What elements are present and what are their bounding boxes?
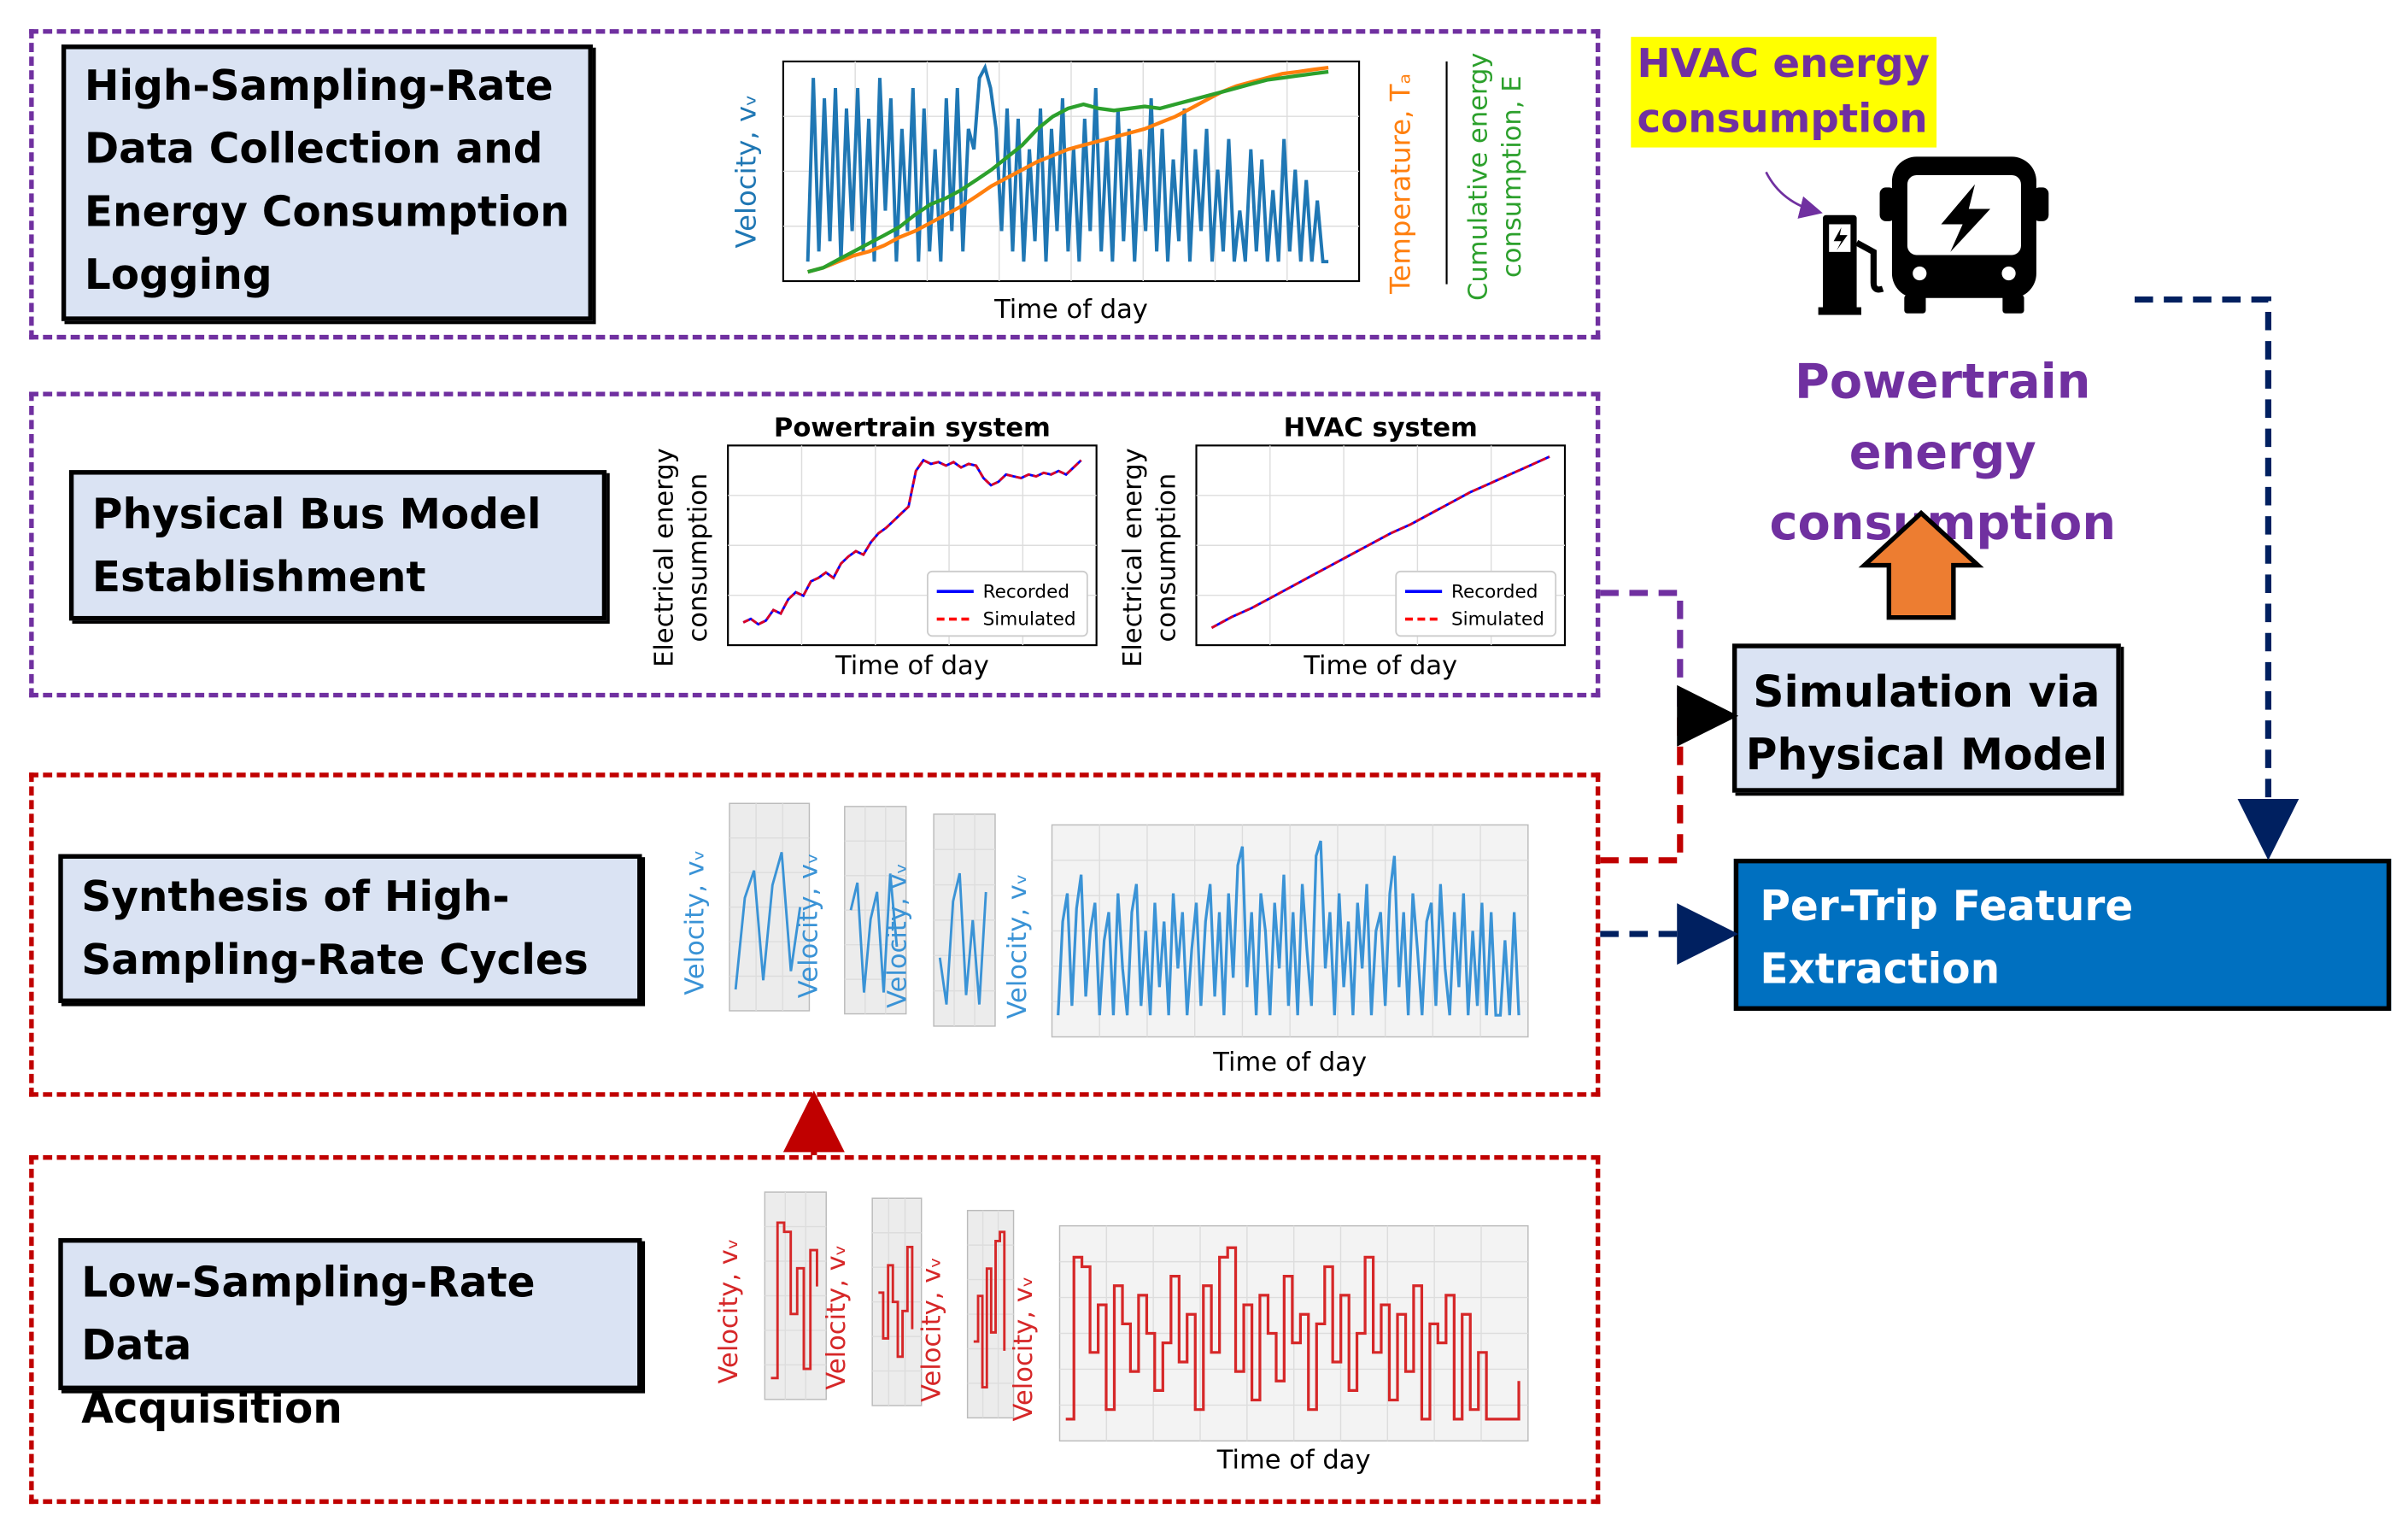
synth-frame-3-cycle-line: [938, 872, 987, 1005]
synth-frame-1-cycle-line: [734, 852, 802, 990]
acquisition-step-box: Low-Sampling-Rate Data Acquisition: [58, 1238, 642, 1433]
lowrate-cycles-panel: Velocity, vᵥ Velocity, vᵥ Velocity, vᵥ Velo…: [706, 1180, 1551, 1488]
low-frame-4-ylabel: Velocity, vᵥ: [1009, 1276, 1039, 1421]
low-xlabel: Time of day: [1216, 1446, 1371, 1476]
acquisition-group: [29, 1154, 1601, 1505]
collection-step-label: High-Sampling-Rate Data Collection and E…: [84, 62, 570, 300]
lightning-bolt-icon: [1941, 184, 1990, 252]
synth-frame-2-cycle-line: [849, 873, 899, 993]
logging-series-1-line: [806, 62, 1329, 264]
acquisition-step-label: Low-Sampling-Rate Data Acquisition: [81, 1259, 536, 1434]
feature-extraction-box: Per-Trip Feature Extraction for Model Tr…: [1733, 858, 2392, 1057]
lowrate-cycles-chart: Velocity, vᵥ Velocity, vᵥ Velocity, vᵥ Velo…: [714, 1191, 1529, 1476]
logging-ylabel: Velocity, vᵥ: [730, 94, 763, 248]
low-frame-2-ylabel: Velocity, vᵥ: [822, 1245, 852, 1390]
synth-xlabel: Time of day: [1212, 1048, 1367, 1077]
logging-series-3-line: [807, 69, 1329, 274]
upward-orange-arrow: [1858, 509, 1984, 620]
energy-to-features-arrow: [2134, 296, 2300, 860]
synth-frame-4-ylabel: Velocity, vᵥ: [1003, 873, 1033, 1018]
logging-series-2-line: [807, 65, 1329, 274]
powertrain-title: Powertrain system: [774, 414, 1051, 443]
hvac-energy-label: HVAC energy consumption: [1631, 37, 1936, 148]
model-step-label: Physical Bus Model Establishment: [91, 491, 542, 602]
powertrain-simulated-line: [742, 458, 1082, 626]
hvac-legend-label-recorded: Recorded: [1451, 581, 1538, 602]
logging-y2label: Temperature, Tₐ: [1384, 73, 1416, 295]
synthesized-cycles-panel: Velocity, vᵥ Velocity, vᵥ Velocity, vᵥ Velo…: [676, 791, 1551, 1083]
collection-group: [29, 29, 1601, 340]
hvac-simulated-line: [1210, 455, 1550, 630]
low-frame-3-cycle-line: [973, 1230, 1006, 1389]
hvac-legend-label-simulated: Simulated: [1451, 609, 1544, 631]
powertrain-xlabel: Time of day: [835, 651, 989, 681]
synthesis-step-box: Synthesis of High- Sampling-Rate Cycles: [58, 854, 642, 1003]
synthesis-step-label: Synthesis of High- Sampling-Rate Cycles: [81, 873, 589, 985]
synth-frame-2-ylabel: Velocity, vᵥ: [794, 853, 823, 998]
powertrain-legend-label-recorded: Recorded: [983, 581, 1069, 602]
collection-step-box: High-Sampling-Rate Data Collection and E…: [61, 44, 593, 321]
logging-xlabel: Time of day: [993, 295, 1148, 325]
synthesis-to-simulation-connector: [1600, 715, 1684, 864]
synth-frame-1-ylabel: Velocity, vᵥ: [680, 850, 710, 995]
hvac-title: HVAC system: [1284, 414, 1478, 443]
low-frame-4-cycle-line: [1065, 1246, 1520, 1421]
low-frame-3-ylabel: Velocity, vᵥ: [917, 1257, 946, 1402]
synth-frame-3-ylabel: Velocity, vᵥ: [883, 863, 913, 1008]
model-step-box: Physical Bus Model Establishment: [68, 470, 607, 621]
low-frame-2-cycle-line: [878, 1246, 914, 1359]
synthesized-cycles-chart: Velocity, vᵥ Velocity, vᵥ Velocity, vᵥ Velo…: [680, 802, 1529, 1077]
logging-chart-panel: Time of day Velocity, vᵥ Temperature, Tₐ Cu…: [722, 53, 1551, 331]
logging-chart: Time of day Velocity, vᵥ Temperature, Tₐ Cu…: [730, 53, 1527, 326]
powertrain-legend-label-simulated: Simulated: [983, 609, 1076, 631]
model-to-simulation-connector: [1600, 590, 1684, 716]
powertrain-energy-label: Powertrain energy consumption: [1769, 355, 2117, 552]
low-frame-1-ylabel: Velocity, vᵥ: [714, 1238, 744, 1383]
low-frame-1-cycle-line: [770, 1221, 818, 1380]
charging-station-icon: [1818, 214, 1884, 315]
hvac-xlabel: Time of day: [1303, 651, 1457, 681]
hvac-pointer-arrow: [1765, 171, 1823, 219]
model-group: [29, 391, 1601, 698]
simulation-box: Simulation via Physical Model: [1731, 643, 2121, 793]
synth-frame-4-cycle-line: [1057, 840, 1520, 1017]
